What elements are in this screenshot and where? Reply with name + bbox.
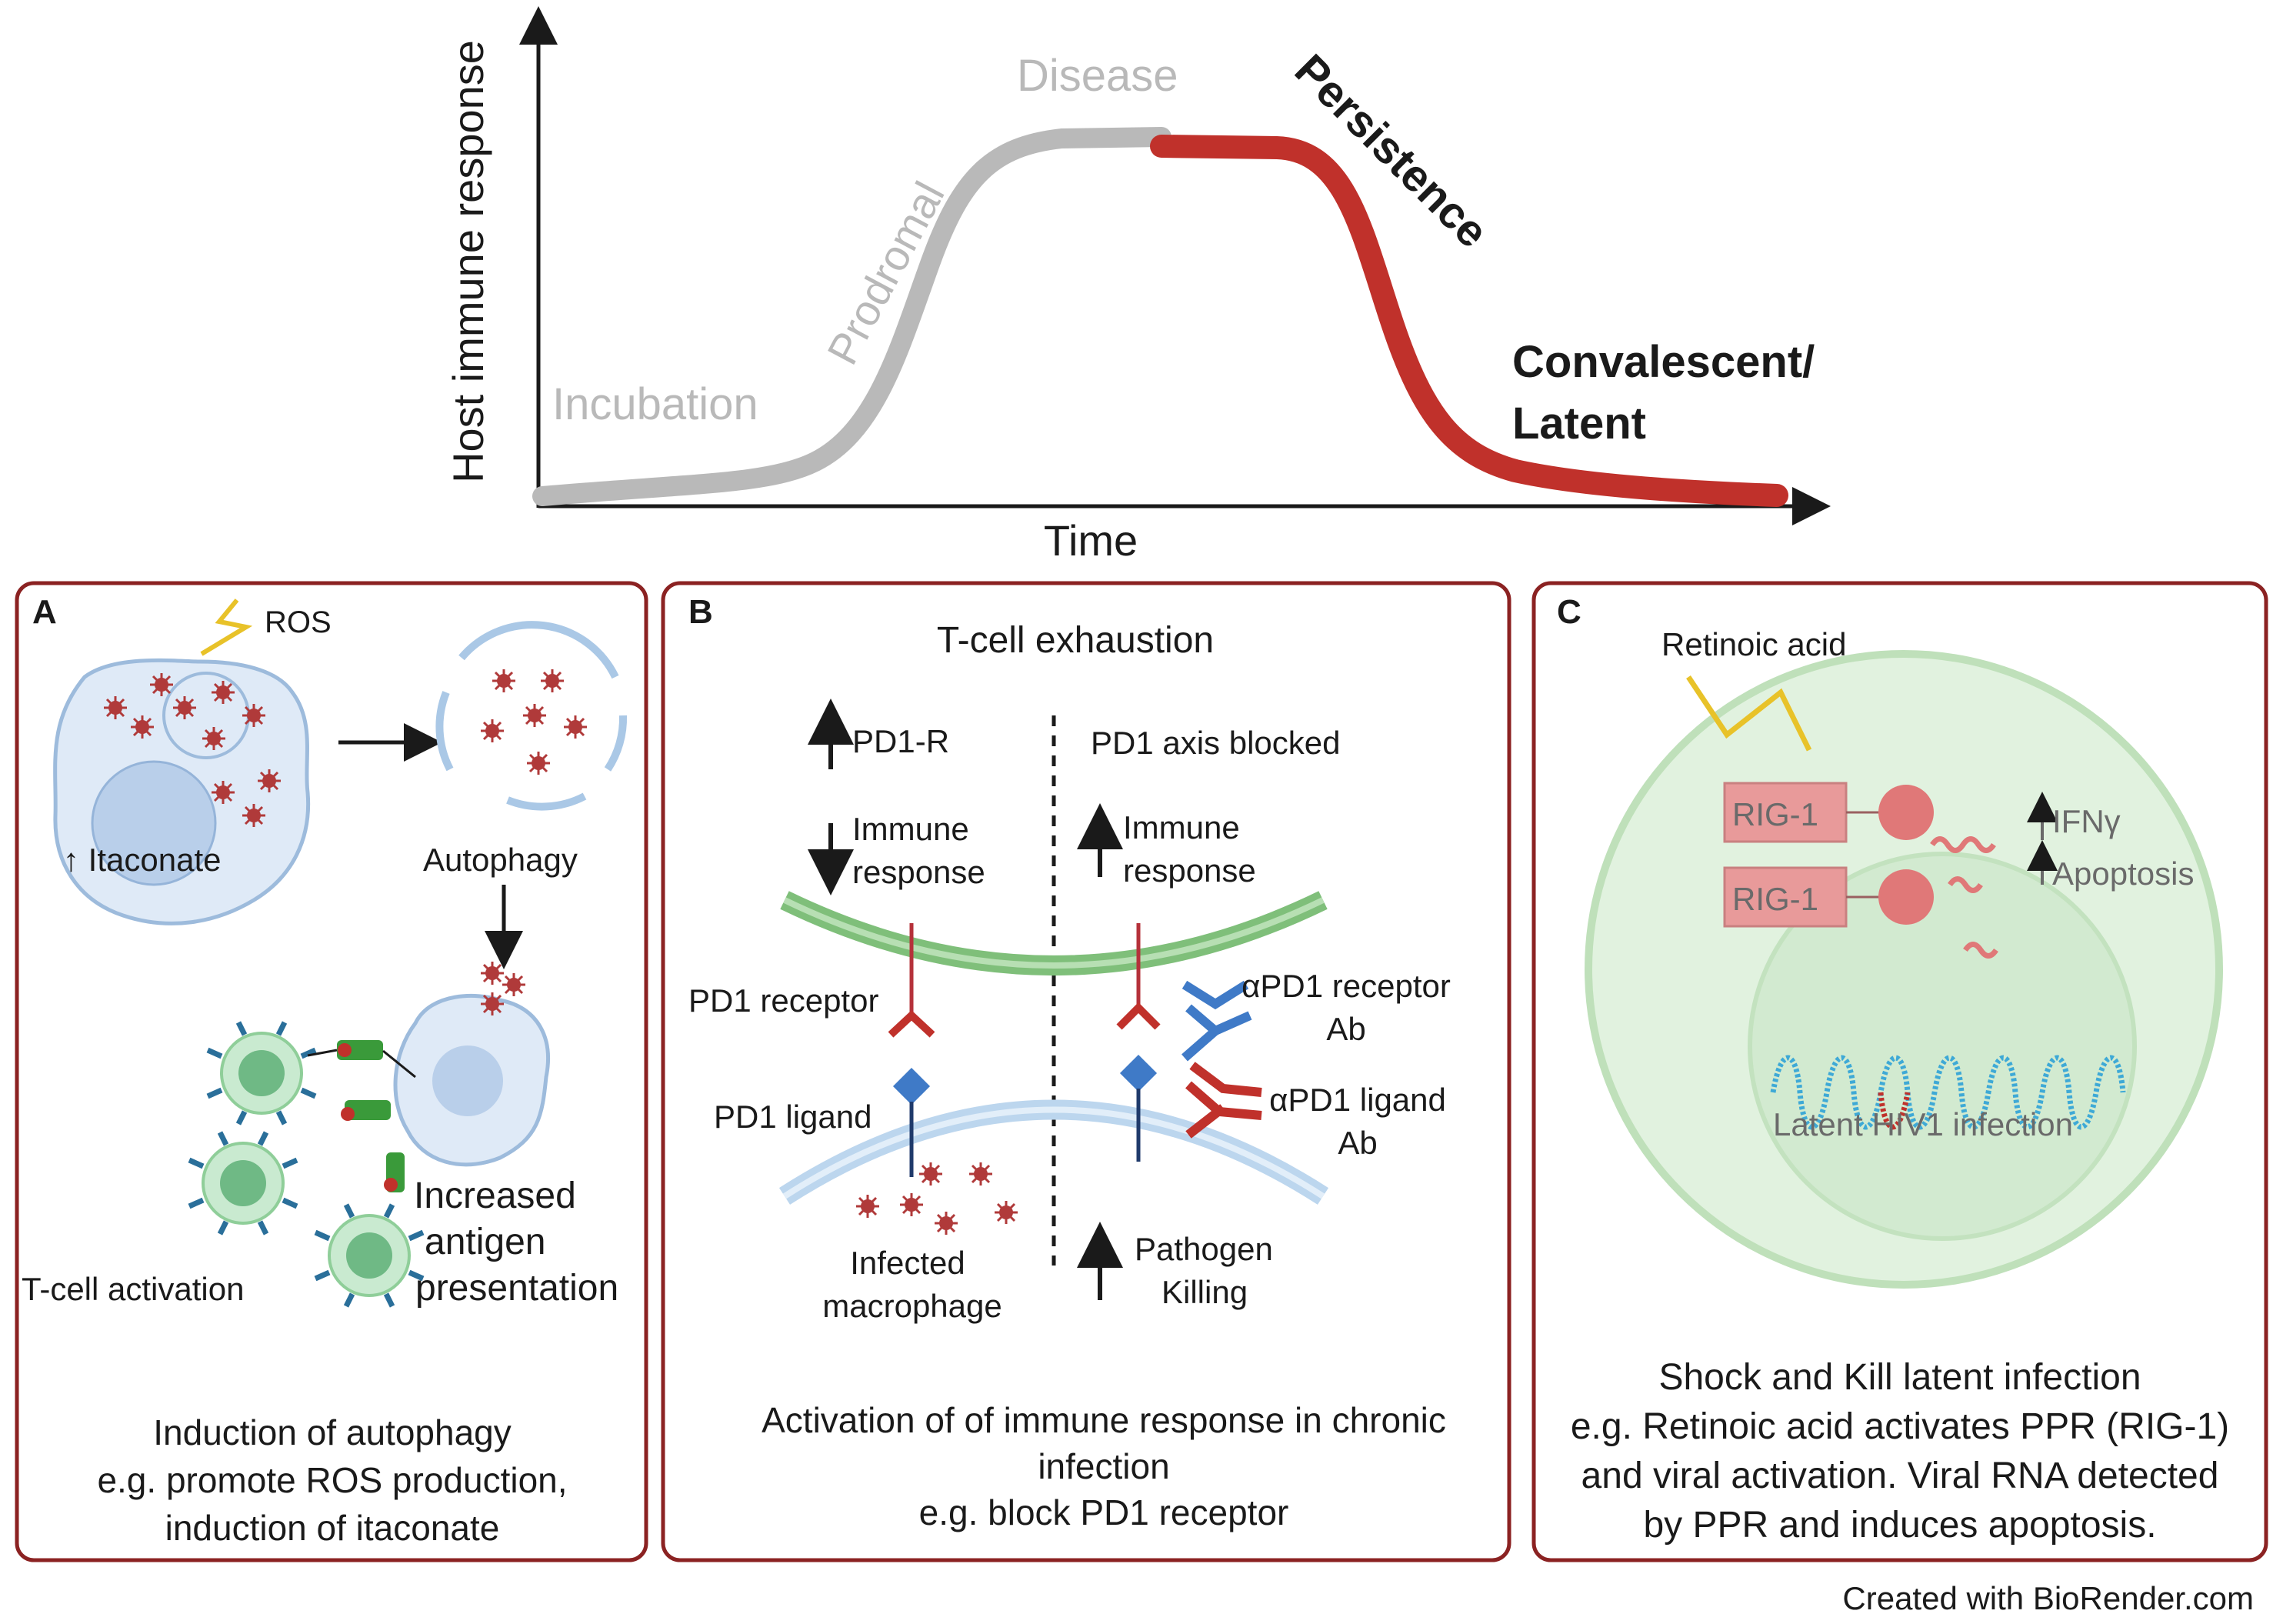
autophagosome-icon — [435, 621, 628, 811]
increased-label: Increased — [414, 1175, 576, 1216]
panel-a-letter: A — [32, 593, 57, 631]
panel-c: C Retinoic acid RIG-1 RIG-1 IFNγ — [1531, 581, 2268, 1562]
pd1-receptor-icon — [888, 923, 935, 1038]
virus-icon — [479, 991, 505, 1017]
t-cell-activation-label: T-cell activation — [22, 1271, 244, 1307]
curve-grey-segment — [532, 127, 1171, 506]
ros-lightning-icon — [200, 599, 253, 656]
viral-rna-icon — [1930, 836, 1998, 959]
virus-icon — [933, 1210, 959, 1236]
virus-icon — [241, 802, 267, 829]
panel-b-caption-line1: Activation of of immune response in chro… — [762, 1400, 1446, 1440]
panel-a-caption-line1: Induction of autophagy — [153, 1412, 511, 1452]
presentation-label: presentation — [415, 1268, 618, 1309]
mhc-tcr-complex-icon — [307, 1040, 416, 1192]
integrated-provirus-icon — [1878, 1092, 1911, 1130]
panel-c-caption-line1: Shock and Kill latent infection — [1658, 1357, 2141, 1398]
apoptosis-label: Apoptosis — [2052, 855, 2194, 892]
apc-nucleus-icon — [432, 1045, 503, 1116]
virus-icon — [968, 1161, 994, 1187]
virus-icon — [129, 714, 155, 740]
macrophage-nucleus-icon — [91, 760, 217, 886]
curve-red-segment — [1150, 135, 1788, 507]
virus-icon — [898, 1192, 925, 1218]
panel-b-caption-line2: infection — [1038, 1446, 1169, 1486]
panel-b-frame — [661, 581, 1511, 1562]
panel-c-caption-line4: by PPR and induces apoptosis. — [1643, 1505, 2156, 1546]
phase-incubation: Incubation — [552, 379, 758, 429]
latent-hiv-label: Latent HIV1 infection — [1773, 1106, 2073, 1142]
virus-icon — [241, 702, 267, 729]
anti-pd1-receptor-label-line1: αPD1 receptor — [1241, 968, 1451, 1004]
virus-icon — [918, 1161, 944, 1187]
infected-label: Infected — [850, 1245, 965, 1281]
pd1-receptor-blocked-icon — [1116, 923, 1161, 1030]
pd1r-label: PD1-R — [852, 723, 949, 759]
virus-icon — [102, 695, 128, 721]
panel-b-title: T-cell exhaustion — [937, 620, 1214, 661]
virus-icon — [148, 672, 175, 698]
virus-icon — [491, 668, 517, 694]
panel-a-caption-line2: e.g. promote ROS production, — [97, 1460, 567, 1500]
panel-c-letter: C — [1557, 593, 1581, 631]
response-label-left: response — [852, 854, 985, 890]
rig1-label: RIG-1 — [1732, 796, 1818, 832]
anti-pd1-receptor-antibody-icon — [1181, 980, 1252, 1062]
panel-b-letter: B — [688, 593, 713, 631]
phase-disease: Disease — [1017, 51, 1178, 101]
y-axis-label: Host immune response — [444, 40, 492, 483]
anti-pd1-ligand-antibody-icon — [1185, 1062, 1262, 1139]
virus-icon — [522, 702, 548, 729]
virus-icon — [855, 1193, 881, 1219]
rig1-receptor-icon — [1723, 866, 1934, 928]
nucleus-icon — [1748, 852, 2137, 1241]
axis-blocked-label: PD1 axis blocked — [1091, 725, 1341, 761]
panel-b-caption-line3: e.g. block PD1 receptor — [919, 1492, 1289, 1532]
antigen-label: antigen — [425, 1222, 545, 1262]
virus-icon — [501, 972, 527, 998]
anti-pd1-ligand-label-line1: αPD1 ligand — [1269, 1082, 1446, 1118]
pd1-ligand-label: PD1 ligand — [714, 1099, 872, 1135]
panel-a: A ROS ↑ Itaconate Au — [15, 581, 648, 1562]
ros-label: ROS — [265, 605, 332, 639]
response-label-right: response — [1123, 852, 1256, 889]
x-axis-label: Time — [1044, 516, 1138, 565]
panel-c-caption-line2: e.g. Retinoic acid activates PPR (RIG-1) — [1571, 1406, 2229, 1447]
biorender-credit: Created with BioRender.com — [1842, 1580, 2254, 1616]
virus-icon — [256, 768, 282, 794]
anti-pd1-receptor-label-line2: Ab — [1326, 1011, 1365, 1047]
virus-icon — [525, 750, 552, 776]
virus-icon — [539, 668, 565, 694]
ifn-label: IFNγ — [2052, 803, 2121, 839]
panel-b: B T-cell exhaustion PD1-R Immune respons… — [661, 581, 1511, 1562]
rig1-receptor-icon — [1723, 782, 1934, 843]
pd1-receptor-label: PD1 receptor — [688, 982, 878, 1019]
virus-icon — [479, 960, 505, 986]
immune-response-curve: Host immune response Time Incubation Pro… — [444, 6, 1831, 565]
phase-latent: Latent — [1512, 398, 1646, 449]
virus-icon — [210, 779, 236, 805]
rig1-label: RIG-1 — [1732, 881, 1818, 917]
panel-c-caption-line3: and viral activation. Viral RNA detected — [1581, 1456, 2219, 1496]
killing-label: Killing — [1161, 1274, 1248, 1310]
virus-icon — [201, 725, 227, 752]
virus-icon — [562, 714, 588, 740]
macrophage-label: macrophage — [822, 1288, 1002, 1324]
virus-icon — [172, 695, 198, 721]
pathogen-label: Pathogen — [1135, 1231, 1273, 1267]
immune-label-left: Immune — [852, 811, 969, 847]
phase-convalescent: Convalescent/ — [1512, 337, 1815, 387]
immune-label-right: Immune — [1123, 809, 1240, 845]
retinoic-acid-lightning-icon — [1686, 675, 1812, 752]
autophagy-label: Autophagy — [423, 842, 578, 878]
anti-pd1-ligand-label-line2: Ab — [1338, 1125, 1377, 1161]
virus-icon — [210, 679, 236, 705]
panel-a-caption-line3: induction of itaconate — [165, 1508, 500, 1548]
latent-hiv-genome-icon — [1770, 1055, 2126, 1130]
itaconate-label: ↑ Itaconate — [63, 842, 221, 878]
retinoic-acid-label: Retinoic acid — [1661, 626, 1846, 662]
virus-icon — [993, 1199, 1019, 1226]
virus-icon — [479, 718, 505, 744]
